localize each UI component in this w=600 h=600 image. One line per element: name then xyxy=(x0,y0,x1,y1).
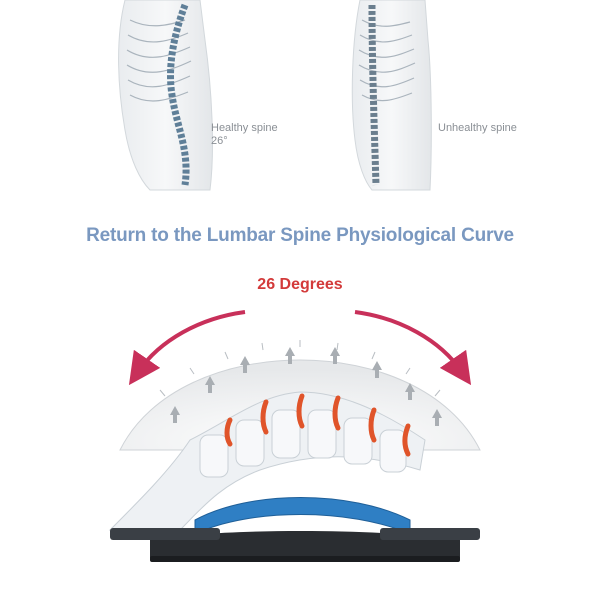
healthy-torso-figure xyxy=(118,0,213,191)
healthy-spine xyxy=(167,3,190,186)
healthy-ribcage xyxy=(126,19,192,102)
lumbar-vertebrae xyxy=(108,391,426,531)
unhealthy-torso-figure xyxy=(351,0,432,191)
healthy-spine-label-text: Healthy spine xyxy=(211,122,278,134)
right-curve-arrow xyxy=(354,310,472,386)
pressure-arrows xyxy=(170,347,442,426)
back-stretcher-device xyxy=(110,497,480,562)
left-curve-arrow xyxy=(128,310,246,386)
protractor-ticks xyxy=(159,340,441,397)
headline: Return to the Lumbar Spine Physiological… xyxy=(86,225,514,246)
angle-label: 26 Degrees xyxy=(257,276,343,293)
healthy-spine-angle-text: 26° xyxy=(211,135,228,147)
spine-comparison-illustration xyxy=(118,0,432,191)
protractor-arc xyxy=(119,359,481,451)
unhealthy-ribcage xyxy=(358,19,416,102)
unhealthy-spine-label: Unhealthy spine xyxy=(438,122,517,134)
unhealthy-spine xyxy=(368,4,380,186)
healthy-spine-label: Healthy spine 26° xyxy=(211,122,278,148)
intervertebral-discs xyxy=(224,393,411,457)
